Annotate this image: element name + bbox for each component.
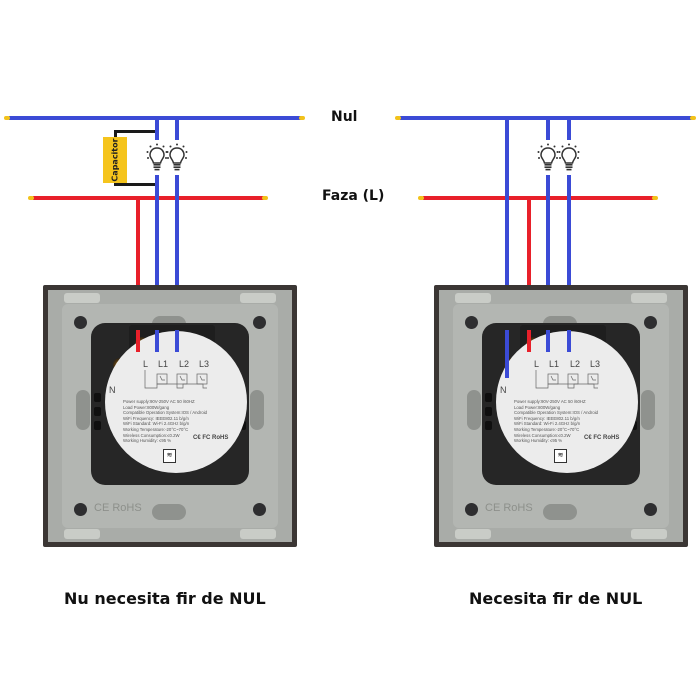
switch-wire-l1	[155, 175, 159, 347]
neutral-label: Nul	[331, 109, 358, 125]
capacitor-lead-top	[114, 130, 158, 133]
load-into-terminal-l1	[546, 330, 550, 352]
spec-label: L L1 L2 L3 N Power supply:90V-250V AC 50…	[105, 331, 247, 473]
caption-right: Necesita fir de NUL	[469, 589, 643, 608]
capacitor: Capacitor	[103, 137, 127, 183]
spec-line: Working Humidity: ≤95 %	[514, 438, 563, 444]
circuit-schematic	[535, 370, 599, 389]
smart-switch-back-right: CE RoHS L L1 L2 L3 N	[434, 285, 688, 547]
spec-line: Compatible Operation System:IOS / Androi…	[514, 410, 599, 416]
terminal-label-l3: L3	[590, 359, 601, 369]
light-bulb-icon	[146, 143, 168, 171]
terminal-label-n: N	[500, 385, 507, 395]
terminal-label-l: L	[143, 359, 149, 369]
wifi-icon: ≋	[554, 449, 567, 463]
neutral-into-terminal-n	[505, 330, 509, 378]
terminal-label-l2: L2	[179, 359, 190, 369]
switch-wire-l1	[546, 175, 550, 347]
plate-marking: CE RoHS	[94, 502, 142, 514]
load-into-terminal-l1	[155, 330, 159, 352]
switch-wire-l2	[567, 175, 571, 347]
load-into-terminal-l2	[175, 330, 179, 352]
spec-line: WiFi Standard: Wi-Fi 2.4GHz b/g/n	[123, 421, 190, 427]
screw-hole	[74, 316, 87, 329]
spec-line: WiFi Standard: Wi-Fi 2.4GHz b/g/n	[514, 421, 581, 427]
spec-line: Compatible Operation System:IOS / Androi…	[123, 410, 208, 416]
load-into-terminal-l2	[567, 330, 571, 352]
spec-line: Wireless Consumption:≤0.2W	[123, 432, 180, 438]
light-bulb-icon	[558, 143, 580, 171]
spec-line: Load Power:800W/gang	[514, 404, 561, 410]
terminal-label-l2: L2	[570, 359, 581, 369]
spec-line: Wireless Consumption:≤0.2W	[514, 432, 571, 438]
spec-line: Working Humidity: ≤95 %	[123, 438, 172, 444]
spec-line: WiFi Frequency: IEEE802.11 b/g/n	[123, 415, 189, 421]
plate-marking: CE RoHS	[485, 502, 533, 514]
certification-marks: C€ FC RoHS	[193, 435, 229, 441]
wire-tip	[418, 196, 424, 200]
screw-hole	[644, 503, 657, 516]
terminal-label-l1: L1	[158, 359, 169, 369]
switch-module: L L1 L2 L3 N Power supply:90V-250V AC 50…	[91, 323, 249, 485]
wire-tip	[299, 116, 305, 120]
spec-line: Working Temperature:-20°C~70°C	[514, 427, 580, 432]
load-wire-l2	[567, 118, 571, 140]
screw-hole	[465, 503, 478, 516]
screw-hole	[465, 316, 478, 329]
spec-line: Power supply:90V-250V AC 50 /60HZ	[123, 399, 195, 404]
capacitor-lead-bottom	[114, 183, 158, 186]
caption-left: Nu necesita fir de NUL	[64, 589, 266, 608]
terminal-label-n: N	[109, 385, 116, 395]
wire-tip	[690, 116, 696, 120]
spec-line: Load Power:800W/gang	[123, 404, 170, 410]
light-bulb-icon	[166, 143, 188, 171]
wire-tip	[395, 116, 401, 120]
phase-into-terminal-l	[527, 330, 531, 352]
wire-tip	[262, 196, 268, 200]
load-wire-l1	[546, 118, 550, 140]
light-bulb-icon	[537, 143, 559, 171]
spec-line: Working Temperature:-20°C~70°C	[123, 427, 189, 432]
spec-label: L L1 L2 L3 N Power supply:90V-250V AC 50…	[496, 331, 638, 473]
certification-marks: C€ FC RoHS	[584, 435, 620, 441]
screw-hole	[644, 316, 657, 329]
phase-label: Faza (L)	[322, 188, 385, 204]
circuit-schematic	[144, 370, 208, 389]
spec-line: WiFi Frequency: IEEE802.11 b/g/n	[514, 415, 580, 421]
load-wire-l1	[155, 118, 159, 140]
terminal-label-l: L	[534, 359, 540, 369]
capacitor-lead-top-v	[114, 130, 117, 138]
load-wire-l2	[175, 118, 179, 140]
terminal-label-l3: L3	[199, 359, 210, 369]
wire-tip	[4, 116, 10, 120]
switch-wire-l2	[175, 175, 179, 347]
phase-bus-right	[423, 196, 654, 200]
wire-tip	[652, 196, 658, 200]
screw-hole	[253, 316, 266, 329]
phase-drop-right	[527, 198, 531, 347]
smart-switch-back-left: CE RoHS L L1 L2 L3 N	[43, 285, 297, 547]
wifi-icon: ≋	[163, 449, 176, 463]
phase-drop-left	[136, 198, 140, 347]
screw-hole	[74, 503, 87, 516]
neutral-drop-right	[505, 118, 509, 378]
screw-hole	[253, 503, 266, 516]
terminal-label-l1: L1	[549, 359, 560, 369]
phase-into-terminal-l	[136, 330, 140, 352]
wire-tip	[28, 196, 34, 200]
phase-bus-left	[33, 196, 264, 200]
spec-line: Power supply:90V-250V AC 50 /60HZ	[514, 399, 586, 404]
capacitor-label: Capacitor	[110, 138, 120, 182]
